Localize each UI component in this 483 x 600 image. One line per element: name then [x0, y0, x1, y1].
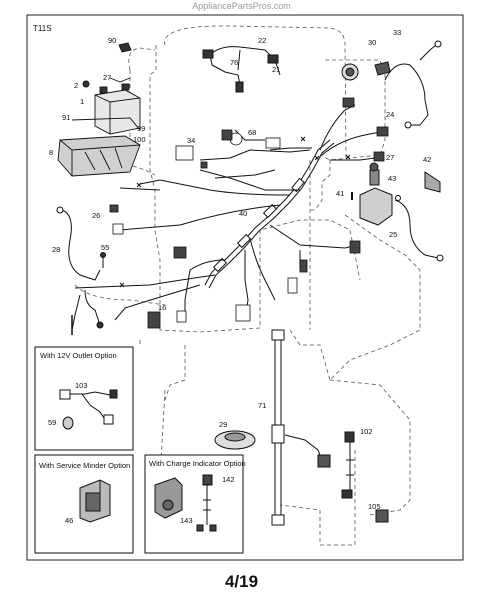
callout-34: 34 — [187, 136, 195, 145]
callout-102: 102 — [360, 427, 373, 436]
part-label-143: 143 — [180, 516, 193, 525]
callout-2: 2 — [74, 81, 78, 90]
callout-1: 1 — [80, 97, 84, 106]
callout-100: 100 — [133, 135, 146, 144]
callout-25: 25 — [389, 230, 397, 239]
callout-24: 24 — [386, 110, 394, 119]
part-label-103: 103 — [75, 381, 88, 390]
callout-33: 33 — [393, 28, 401, 37]
battery-assembly — [57, 42, 141, 177]
diagram-frame — [26, 14, 464, 561]
callout-76: 76 — [230, 58, 238, 67]
callout-30: 30 — [368, 38, 376, 47]
callout-55: 55 — [101, 243, 109, 252]
callout-90: 90 — [108, 36, 116, 45]
lower-components — [214, 329, 389, 526]
callout-40: 40 — [239, 209, 247, 218]
option-title-service-minder: With Service Minder Option — [39, 461, 130, 470]
callout-27b: 27 — [386, 153, 394, 162]
callout-16: 16 — [158, 303, 166, 312]
callout-27a: 27 — [103, 73, 111, 82]
callout-labels: 90 22 76 21 30 33 2 27 1 91 99 100 8 68 … — [49, 28, 431, 511]
callout-105: 105 — [368, 502, 381, 511]
connectors — [109, 97, 389, 329]
callout-42: 42 — [423, 155, 431, 164]
option-box-service-minder: With Service Minder Option 46 — [34, 454, 134, 554]
callout-29: 29 — [219, 420, 227, 429]
callout-28: 28 — [52, 245, 60, 254]
option-box-charge-indicator: With Charge Indicator Option 142 143 — [144, 454, 246, 554]
watermark: AppliancePartsPros.com — [192, 1, 291, 11]
callout-41: 41 — [336, 189, 344, 198]
callout-91: 91 — [62, 113, 70, 122]
callout-99: 99 — [137, 124, 145, 133]
callout-26: 26 — [92, 211, 100, 220]
callout-43: 43 — [388, 174, 396, 183]
part-label-46: 46 — [65, 516, 73, 525]
callout-68: 68 — [248, 128, 256, 137]
callout-71: 71 — [258, 401, 266, 410]
tractor-outline — [74, 25, 421, 546]
option-title-charge-indicator: With Charge Indicator Option — [149, 459, 246, 468]
callout-22: 22 — [258, 36, 266, 45]
part-label-142: 142 — [222, 475, 235, 484]
option-title-12v-outlet: With 12V Outlet Option — [40, 351, 117, 360]
callout-8: 8 — [49, 148, 53, 157]
diagram-id: T11S — [33, 24, 52, 33]
part-label-59: 59 — [48, 418, 56, 427]
headlight-harness — [202, 46, 281, 93]
page-number: 4/19 — [224, 572, 259, 591]
option-box-12v-outlet: With 12V Outlet Option 103 59 — [34, 346, 134, 451]
callout-21: 21 — [272, 65, 280, 74]
right-components — [341, 40, 444, 262]
left-components — [56, 206, 106, 335]
